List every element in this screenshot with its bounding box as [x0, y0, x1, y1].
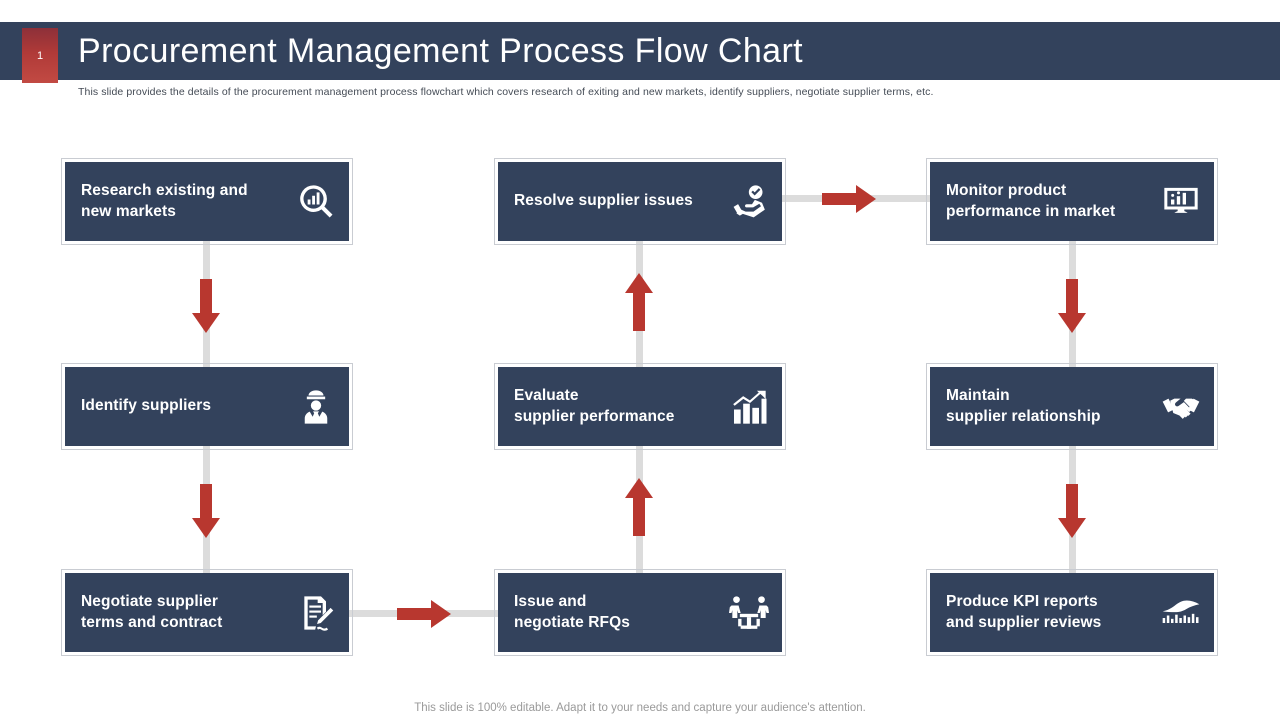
node-evaluate-supplier-performance[interactable]: Evaluate supplier performance [494, 363, 786, 450]
arrow-research-to-identify [192, 279, 220, 333]
node-label: Research existing and new markets [81, 182, 248, 220]
kpi-analytics-icon [1158, 590, 1204, 636]
arrow-shaft [200, 279, 212, 317]
node-resolve-supplier-issues[interactable]: Resolve supplier issues [494, 158, 786, 245]
page-title: Procurement Management Process Flow Char… [78, 31, 804, 70]
magnifier-bar-chart-icon [293, 179, 339, 225]
arrow-monitor-to-maintain [1058, 279, 1086, 333]
node-label: Resolve supplier issues [514, 192, 693, 210]
node-maintain-supplier-relationship[interactable]: Maintain supplier relationship [926, 363, 1218, 450]
arrow-head [431, 600, 451, 628]
node-issue-and-negotiate-rfqs[interactable]: Issue and negotiate RFQs [494, 569, 786, 656]
slide-subtitle: This slide provides the details of the p… [78, 86, 934, 98]
arrow-shaft [633, 498, 645, 536]
arrow-shaft [397, 608, 435, 620]
node-label: Maintain supplier relationship [946, 387, 1101, 425]
meeting-negotiation-icon [726, 590, 772, 636]
node-label: Evaluate supplier performance [514, 387, 675, 425]
arrow-shaft [822, 193, 860, 205]
slide-number-badge: 1 [22, 28, 58, 83]
arrow-head [192, 313, 220, 333]
footer-note: This slide is 100% editable. Adapt it to… [414, 702, 866, 714]
arrow-shaft [1066, 279, 1078, 317]
hand-check-badge-icon [726, 179, 772, 225]
arrow-resolve-to-monitor [822, 185, 876, 213]
worker-person-icon [293, 384, 339, 430]
arrow-evaluate-to-resolve [625, 273, 653, 331]
node-label: Issue and negotiate RFQs [514, 593, 630, 631]
node-label: Produce KPI reports and supplier reviews [946, 593, 1102, 631]
arrow-head [1058, 313, 1086, 333]
arrow-head [856, 185, 876, 213]
node-label: Monitor product performance in market [946, 182, 1116, 220]
arrow-head [1058, 518, 1086, 538]
node-label: Identify suppliers [81, 397, 212, 415]
contract-signing-icon [293, 590, 339, 636]
arrow-identify-to-negotiate [192, 484, 220, 538]
arrow-rfqs-to-evaluate [625, 478, 653, 536]
header-band [0, 22, 1280, 80]
node-produce-kpi-reports-and-supplier-reviews[interactable]: Produce KPI reports and supplier reviews [926, 569, 1218, 656]
node-negotiate-supplier-terms-and-contract[interactable]: Negotiate supplier terms and contract [61, 569, 353, 656]
arrow-shaft [1066, 484, 1078, 522]
node-label: Negotiate supplier terms and contract [81, 593, 223, 631]
monitor-chart-icon [1158, 179, 1204, 225]
arrow-head [625, 273, 653, 293]
arrow-head [625, 478, 653, 498]
bar-chart-growth-icon [726, 384, 772, 430]
node-identify-suppliers[interactable]: Identify suppliers [61, 363, 353, 450]
node-monitor-product-performance-in-market[interactable]: Monitor product performance in market [926, 158, 1218, 245]
arrow-negotiate-to-rfqs [397, 600, 451, 628]
arrow-shaft [200, 484, 212, 522]
arrow-maintain-to-kpi [1058, 484, 1086, 538]
arrow-shaft [633, 293, 645, 331]
handshake-icon [1158, 384, 1204, 430]
node-research-existing-and-new-markets[interactable]: Research existing and new markets [61, 158, 353, 245]
arrow-head [192, 518, 220, 538]
